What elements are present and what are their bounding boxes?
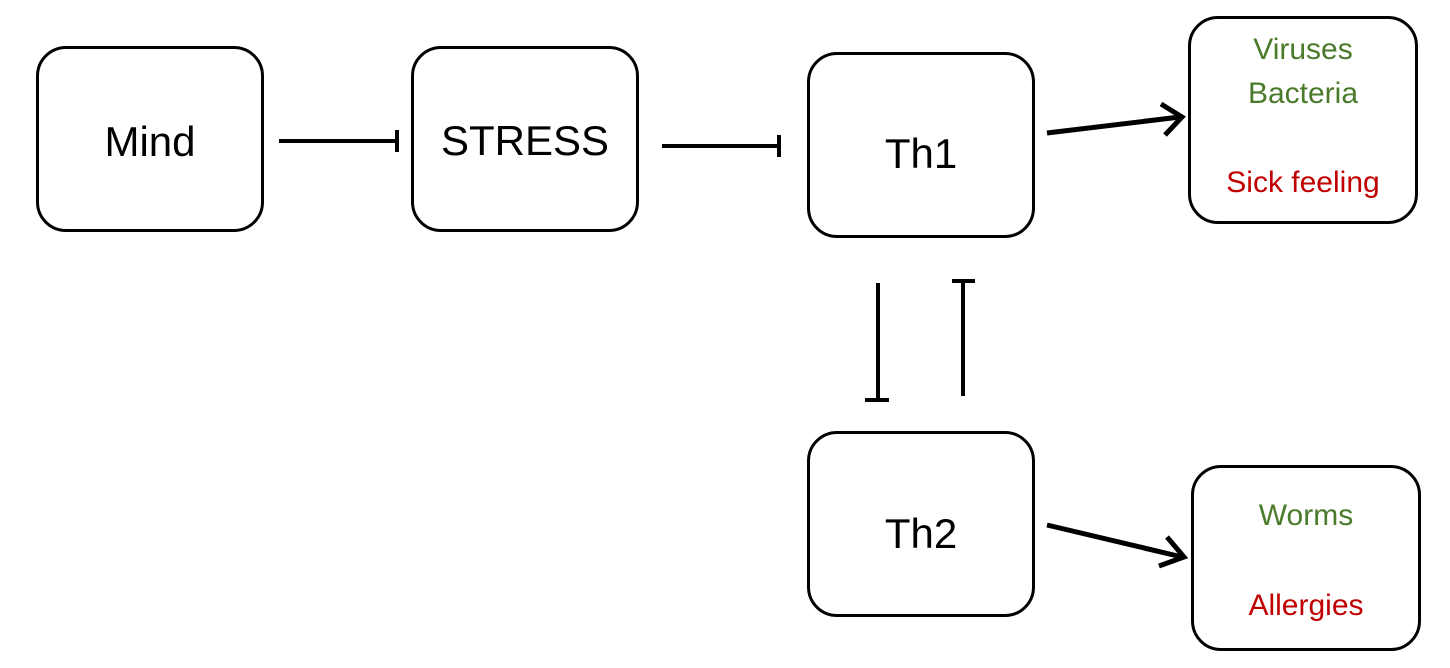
edge-th2-inhibits-th1 [952, 279, 975, 396]
edge-th1-activates-outcomes [1046, 101, 1186, 137]
th2-node: Th2 [807, 431, 1035, 617]
symptom-allergies: Allergies [1248, 589, 1364, 622]
edge-th2-outcome-shaft [1046, 522, 1183, 560]
th2-outcomes-box: Worms Allergies [1191, 465, 1421, 651]
th1-label: Th1 [884, 130, 958, 177]
edge-mind-inhibits-stress [279, 130, 399, 152]
pathogen-worms: Worms [1258, 499, 1354, 532]
stress-node: STRESS [411, 46, 639, 232]
edge-th2-activates-outcomes [1046, 522, 1189, 569]
edge-th2-outcome-arrowhead [1158, 535, 1189, 569]
edge-th1-outcome-shaft [1046, 114, 1181, 136]
edge-stress-inhibits-th1 [662, 135, 781, 157]
stress-label: STRESS [440, 117, 610, 164]
edge-th1-inhibits-th2 [865, 283, 889, 402]
th2-label: Th2 [884, 510, 958, 557]
edge-th1-outcome-arrowhead [1159, 101, 1186, 137]
mind-node: Mind [36, 46, 264, 232]
th1-outcomes-box: Viruses Bacteria Sick feeling [1188, 16, 1418, 224]
pathogen-viruses: Viruses [1253, 33, 1353, 66]
mind-label: Mind [104, 118, 196, 165]
th1-node: Th1 [807, 52, 1035, 238]
symptom-sick-feeling: Sick feeling [1226, 166, 1380, 199]
pathogen-bacteria: Bacteria [1247, 77, 1359, 110]
